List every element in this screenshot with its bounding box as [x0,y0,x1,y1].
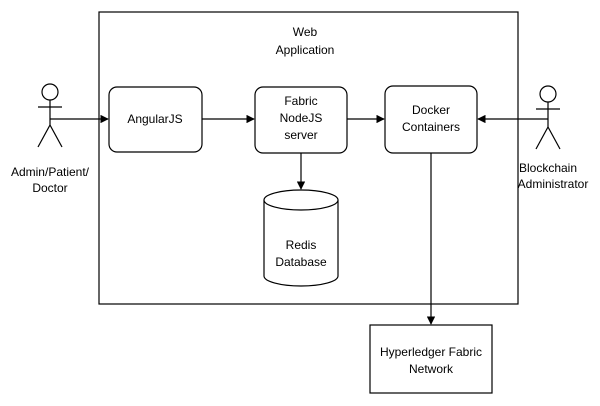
actor-right-label-line1: Blockchain [519,161,577,175]
redis-label-line2: Database [275,255,327,269]
redis-database-node: Redis Database [263,189,339,287]
hyperledger-fabric-network-node: Hyperledger Fabric Network [369,324,493,394]
redis-label-line1: Redis [286,238,317,252]
stick-figure-icon [37,83,63,148]
fabric-nodejs-server-node: Fabric NodeJS server [254,86,348,154]
hyperledger-label-line1: Hyperledger Fabric [380,345,482,359]
fabric-server-label-line1: Fabric [284,94,317,108]
stick-figure-icon [535,85,561,150]
web-application-title-line2: Application [276,43,335,57]
actor-right-label-line2: Administrator [518,177,589,191]
web-application-title-line1: Web [293,25,318,39]
docker-label-line1: Docker [412,103,450,117]
actor-admin-patient-doctor: Admin/Patient/ Doctor [11,83,90,195]
web-application-container: Web Application [98,11,519,305]
actor-left-label-line1: Admin/Patient/ [11,165,90,179]
database-cylinder-icon [263,189,339,287]
fabric-server-label-line3: server [284,128,317,142]
fabric-server-label-line2: NodeJS [280,111,323,125]
docker-label-line2: Containers [402,120,460,134]
angularjs-node: AngularJS [108,86,203,153]
docker-containers-node: Docker Containers [384,85,478,154]
actor-left-label-line2: Doctor [32,181,67,195]
hyperledger-label-line2: Network [409,362,454,376]
angularjs-label: AngularJS [127,112,182,126]
actor-blockchain-administrator: Blockchain Administrator [518,85,589,191]
connectors [50,114,548,325]
